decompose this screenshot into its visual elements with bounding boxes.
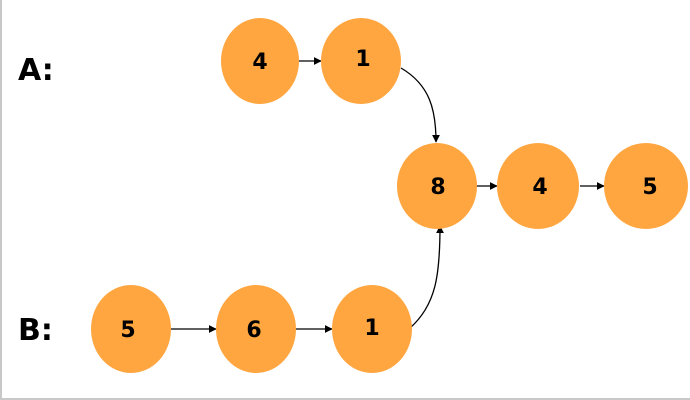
- shared-node-1: 8: [397, 143, 477, 229]
- list-b-node-1: 5: [91, 285, 171, 373]
- node-circle: [604, 143, 688, 229]
- list-b-node-3: 1: [332, 285, 412, 373]
- list-b-label: B:: [18, 313, 53, 348]
- node-value: 5: [120, 318, 135, 343]
- node-value: 8: [430, 175, 445, 200]
- list-b-node-2: 6: [216, 285, 296, 373]
- node-value: 6: [246, 318, 261, 343]
- list-a-label: A:: [18, 53, 54, 88]
- shared-node-2: 4: [497, 143, 579, 229]
- list-a-node-1: 4: [221, 18, 299, 104]
- node-value: 1: [355, 47, 370, 72]
- node-circle: [91, 285, 171, 373]
- node-value: 4: [532, 175, 547, 200]
- node-circle: [216, 285, 296, 373]
- node-value: 1: [364, 316, 379, 341]
- edge-b-1-to-shared-8: [409, 225, 444, 329]
- node-value: 5: [642, 175, 657, 200]
- edge-a-1-to-shared-8: [400, 67, 440, 143]
- node-circle: [332, 285, 412, 373]
- edges: [171, 57, 605, 333]
- list-a-node-2: 1: [321, 18, 401, 104]
- node-circle: [221, 18, 299, 104]
- node-circle: [397, 143, 477, 229]
- shared-node-3: 5: [604, 143, 688, 229]
- node-circle: [497, 143, 579, 229]
- node-value: 4: [252, 50, 267, 75]
- node-circle: [321, 18, 401, 104]
